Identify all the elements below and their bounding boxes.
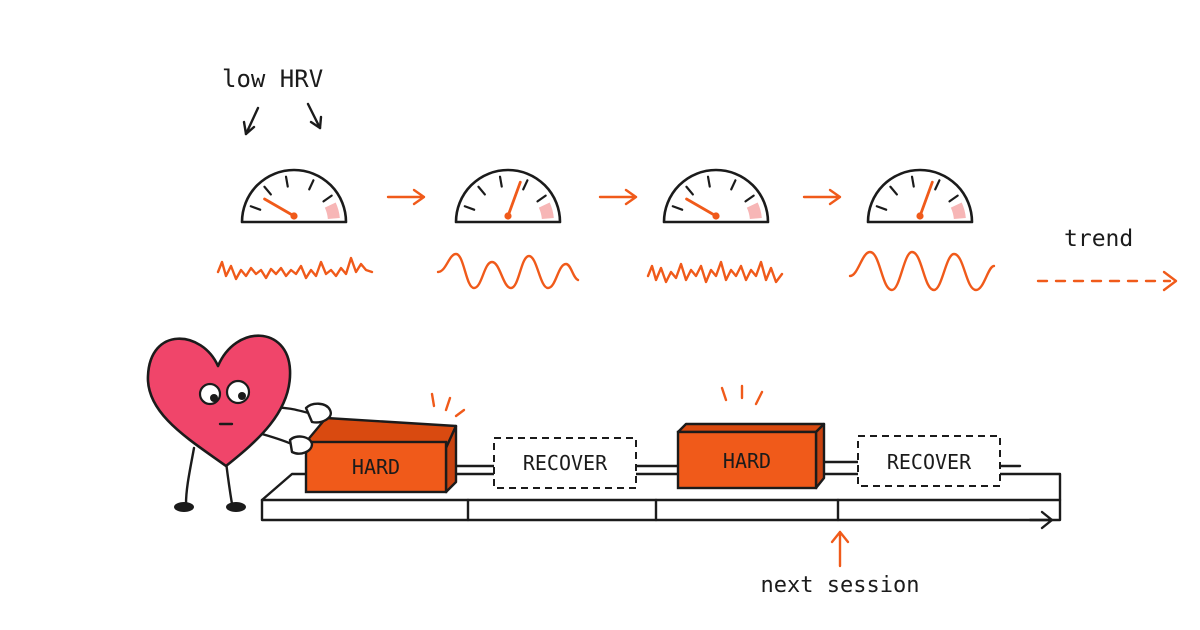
gauge-hub [290,212,298,220]
gauge-tick [536,194,547,203]
hrv-waveform-row [216,250,996,292]
gauge-red-zone [746,202,762,220]
trend-arrow-icon [1036,270,1178,292]
gauge-needle [506,180,522,218]
gauge-tick [889,185,898,196]
gauge-tick [522,179,529,191]
gauge-sequence-arrows [386,188,842,206]
gauge-red-zone [950,202,966,220]
gauge-dial [866,168,974,224]
gauge-tick [284,175,289,188]
recover-block-1: RECOVER [493,437,637,489]
waveform-low-variability [216,256,374,281]
gauge-tick [934,179,941,191]
gauge-needle [685,197,718,218]
low-hrv-pointer-arrows [242,102,323,136]
hard-block-2-label: HARD [723,449,771,473]
waveform-low-variability [646,260,784,284]
gauge-icon [454,168,562,224]
arrow-right-icon [802,188,842,206]
impact-marks [430,392,466,418]
gauge-needle [918,180,934,218]
gauge-tick [730,179,737,191]
recover-block-1-label: RECOVER [523,451,608,475]
gauge-icon [866,168,974,224]
gauge-dial [240,168,348,224]
block-connectors [444,460,1022,468]
gauge-hub [504,212,512,220]
arrow-right-icon [598,188,638,206]
gauge-icon [240,168,348,224]
recover-block-2: RECOVER [857,435,1001,487]
gauge-tick [322,194,333,203]
gauge-tick [463,205,476,211]
gauge-red-zone [538,202,554,220]
gauge-tick [671,205,684,211]
waveform-high-variability [436,252,580,290]
gauge-red-zone [324,202,340,220]
gauge-tick [744,194,755,203]
gauge-tick [308,179,315,191]
gauge-tick [706,175,711,188]
gauge-tick [910,175,915,188]
gauge-icon [662,168,770,224]
recover-block-2-label: RECOVER [887,450,972,474]
gauge-dial [662,168,770,224]
impact-marks [720,384,764,406]
next-session-label: next session [761,573,920,598]
gauge-tick [263,185,272,196]
gauge-tick [498,175,503,188]
gauge-tick [477,185,486,196]
gauge-hub [712,212,720,220]
hrv-gauge-row [240,168,974,224]
low-hrv-label: low HRV [222,65,323,93]
hard-block-1: HARD [304,416,458,494]
trend-label: trend [1064,226,1133,252]
waveform-high-variability [848,250,996,292]
arrow-right-icon [386,188,426,206]
arrow-up-icon [830,530,850,568]
gauge-tick [875,205,888,211]
gauge-dial [454,168,562,224]
gauge-tick [948,194,959,203]
training-timeline [260,472,1062,530]
gauge-tick [249,205,262,211]
hard-block-1-label: HARD [352,455,400,479]
gauge-tick [685,185,694,196]
gauge-needle [263,197,296,218]
heart-character-icon [146,334,332,512]
hard-block-2: HARD [676,422,826,490]
gauge-hub [916,212,924,220]
timeline-arrow-icon [1028,510,1054,530]
